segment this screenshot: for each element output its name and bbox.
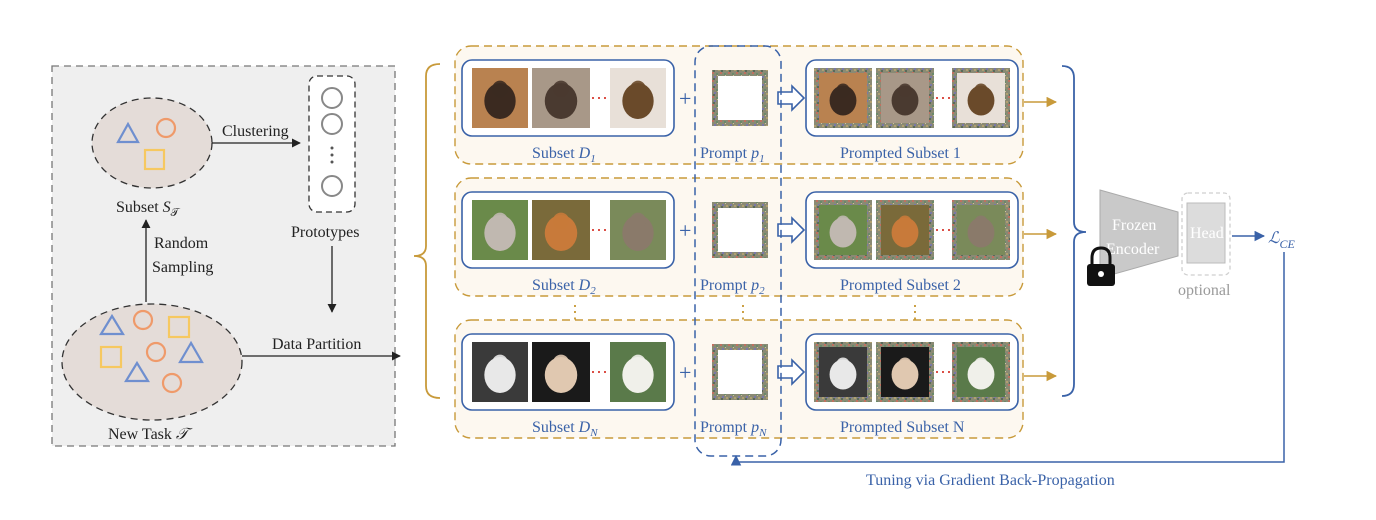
head-label: Head [1190,225,1224,242]
encoder-label: Encoder [1106,241,1160,258]
feedback-label: Tuning via Gradient Back-Propagation [866,472,1115,489]
prompt-center [718,76,762,120]
ellipsis-dots: ⋯ [934,220,952,240]
square-shape [167,315,191,339]
subset-s-label: Subset S𝒯 [116,199,181,219]
subset-row: ⋯ Subset D1 + Prompt p1 ⋯ Prompted Subset 1 [454,45,1058,165]
dog-photo [532,200,590,260]
square-shape [143,148,166,171]
subset-row: ⋯ Subset DN + Prompt pN ⋯ Prompted Subset N [454,319,1058,439]
ellipsis-dots: ⋯ [590,362,608,382]
random-label: Random [154,235,209,252]
data-partition-label: Data Partition [272,336,361,353]
prompted-subset-label: Prompted Subset N [840,419,965,436]
plus-sign: + [679,86,691,111]
square-shape [99,345,123,369]
dog-photo [610,68,666,128]
feedback-arrow [730,252,1285,466]
subset-row: ⋯ Subset D2 + Prompt p2 ⋯ Prompted Subset 2 [454,177,1058,297]
dog-photo [532,68,590,128]
right-brace [1061,65,1087,397]
prompt-label: Prompt p1 [700,145,765,165]
ellipsis-dots: ⋯ [934,362,952,382]
lock-icon [1087,246,1115,286]
optional-label: optional [1178,282,1231,299]
subset-label: Subset D2 [532,277,596,297]
svg-text:⋮: ⋮ [906,302,924,322]
triangle-shape [116,121,140,144]
circle-shape [155,117,177,139]
optional-box [1181,192,1231,276]
triangle-shape [178,340,204,364]
dog-photo [952,200,1010,260]
plus-sign: + [679,218,691,243]
subset-s-ellipse [91,97,213,189]
dog-photo [952,342,1010,402]
circle-shape [161,372,183,394]
dog-photo [876,68,934,128]
sampling-label: Sampling [152,259,213,276]
loss-label: ℒCE [1268,230,1296,251]
dog-photo [472,200,528,260]
subset-label: Subset DN [532,419,598,439]
prompt-label: Prompt pN [700,419,767,439]
dog-photo [814,68,872,128]
svg-text:⋮: ⋮ [734,302,752,322]
prompt-center [718,208,762,252]
model-block: Frozen Encoder Head optional ℒCE [1087,189,1296,299]
dog-photo [876,342,934,402]
dog-photo [472,342,528,402]
dog-photo [610,342,666,402]
dog-photo [876,200,934,260]
dog-photo [814,342,872,402]
circle-shape [132,309,154,331]
prototype-circle [321,113,343,135]
dog-photo [814,200,872,260]
triangle-shape [99,313,125,336]
left-panel: Subset S𝒯 Clustering Prototypes Random S… [51,65,401,447]
frozen-label: Frozen [1112,217,1156,234]
head-box [1186,202,1226,264]
row-ellipsis: ⋮ ⋮ ⋮ [566,302,924,322]
prototype-ellipsis-dot [330,146,334,150]
prototypes-label: Prototypes [291,224,359,241]
dog-photo [532,342,590,402]
dog-photo [472,68,528,128]
prototype-ellipsis-dot [330,160,334,164]
rows-layer: ⋯ Subset D1 + Prompt p1 ⋯ Prompted Subset 1 ⋯ S… [454,45,1058,439]
prompt-label: Prompt p2 [700,277,765,297]
ellipsis-dots: ⋯ [590,88,608,108]
ellipsis-dots: ⋯ [934,88,952,108]
triangle-shape [124,360,150,383]
dog-photo [952,68,1010,128]
prototypes-box [308,75,356,213]
prompt-center [718,350,762,394]
circle-shape [145,341,167,363]
plus-sign: + [679,360,691,385]
new-task-label: New Task 𝒯 [108,426,193,443]
svg-text:⋮: ⋮ [566,302,584,322]
dog-photo [610,200,666,260]
prototype-circle [321,175,343,197]
prototype-ellipsis-dot [330,153,334,157]
prototype-circle [321,87,343,109]
subset-label: Subset D1 [532,145,596,165]
ellipsis-dots: ⋯ [590,220,608,240]
prompted-subset-label: Prompted Subset 2 [840,277,961,294]
left-brace [413,63,441,399]
prompted-subset-label: Prompted Subset 1 [840,145,961,162]
clustering-label: Clustering [222,123,289,140]
